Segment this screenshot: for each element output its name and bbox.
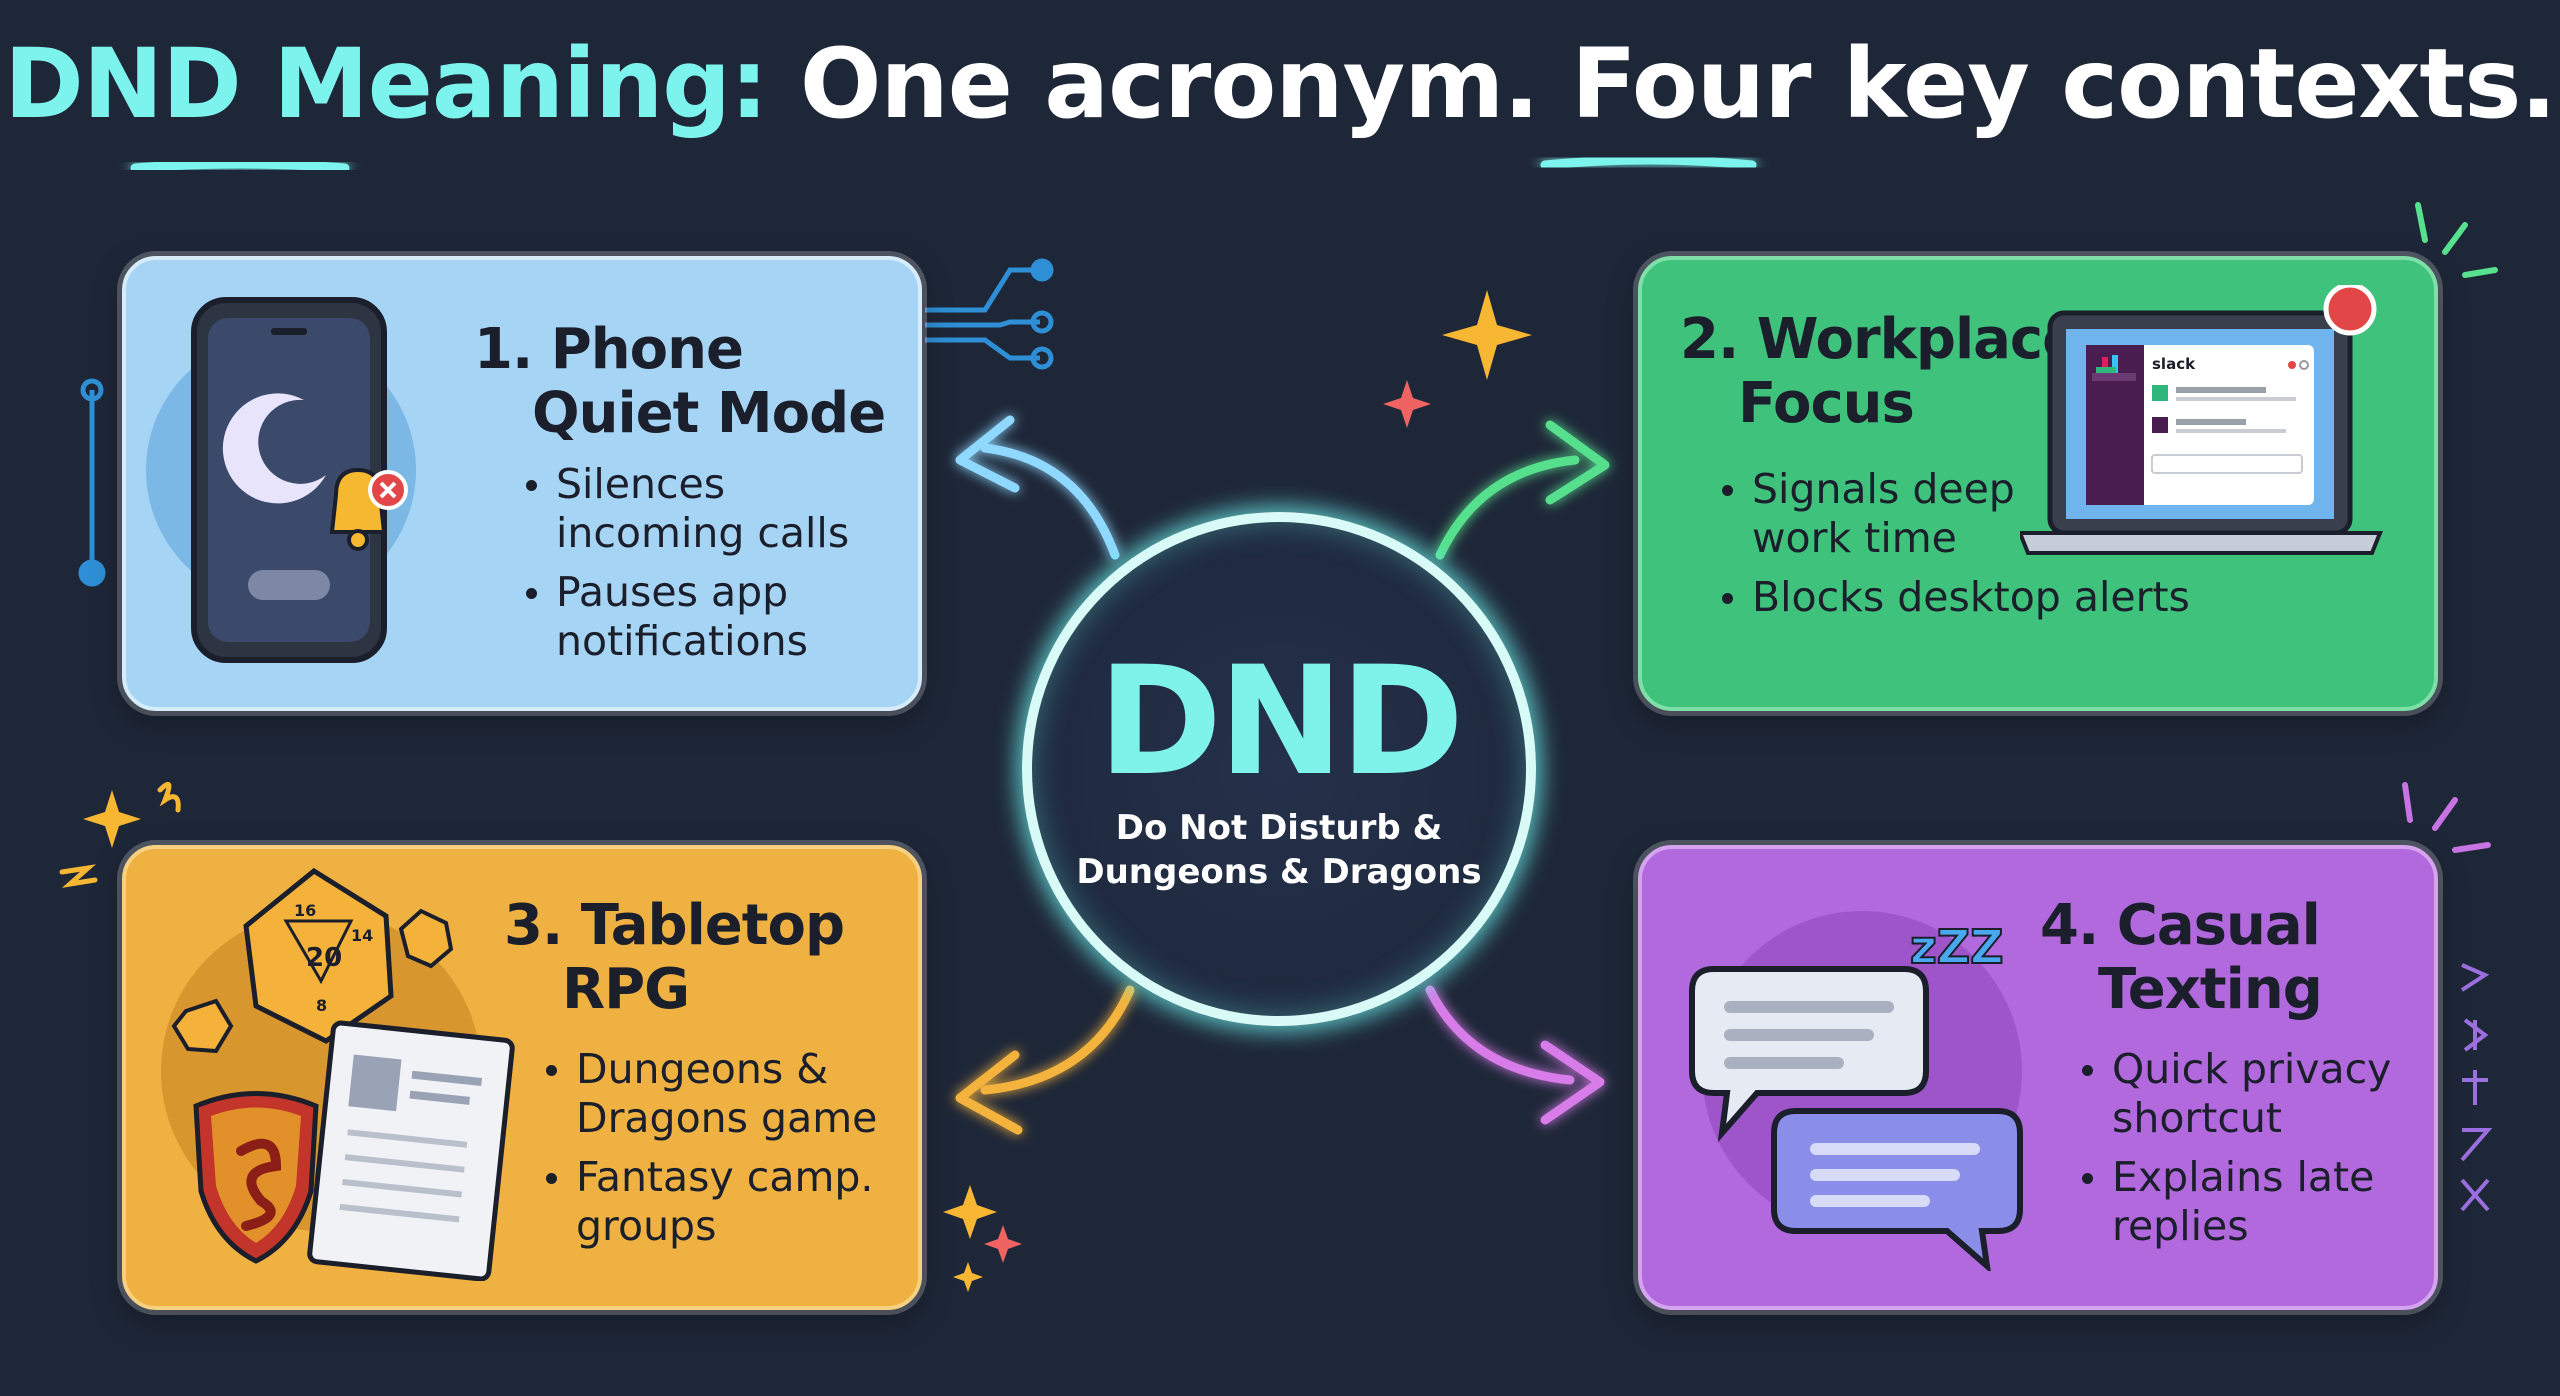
card-1-title-line2: Quiet Mode (532, 381, 886, 446)
dice-and-character-sheet-icon: 20 16 14 8 (161, 867, 515, 1281)
card-3-bullets: Dungeons &Dragons game Fantasy camp.grou… (544, 1045, 877, 1261)
card-4-number: 4. (2040, 893, 2099, 958)
dragon-shield-icon (193, 1091, 319, 1264)
card-tabletop-rpg: 20 16 14 8 3. Tabletop RPG Dungeons &Dra… (122, 845, 922, 1310)
sparkle-icon (953, 1262, 983, 1292)
sparkle-icon (83, 790, 141, 848)
sparkle-icon (1442, 290, 1532, 380)
list-item: Fantasy camp.groups (544, 1153, 877, 1251)
speech-bubble-icon (1689, 966, 1929, 1143)
list-item: Blocks desktop alerts (1720, 573, 2190, 622)
slack-label: slack (2152, 355, 2196, 373)
phone-icon (146, 297, 416, 663)
notification-dot-icon (2323, 285, 2377, 336)
hub-label: DND (1097, 635, 1465, 809)
title-underline-left (130, 159, 350, 173)
title-highlight: DND Meaning: (4, 28, 768, 140)
arrow-to-workplace-icon (1435, 420, 1610, 560)
arrow-to-texting-icon (1425, 985, 1605, 1125)
d12-icon (398, 908, 454, 969)
squiggle-icon (59, 781, 181, 888)
laptop-icon: slack (2020, 285, 2383, 555)
sparkle-icon (943, 1185, 997, 1239)
card-4-title-line1: Casual (2116, 893, 2321, 958)
character-sheet-icon (307, 1020, 515, 1281)
page-title: DND Meaning: One acronym. Four key conte… (0, 28, 2560, 140)
title-underline-right (1540, 155, 1757, 170)
card-2-number: 2. (1680, 307, 1739, 372)
d8-icon (171, 998, 234, 1054)
reply-bubble-icon (1771, 1108, 2023, 1271)
svg-text:8: 8 (316, 996, 327, 1015)
hub-subtitle-line2: Dungeons & Dragons (1076, 852, 1482, 892)
card-4-title: 4. Casual Texting (2040, 893, 2323, 1022)
burst-lines-icon (2402, 782, 2491, 853)
card-1-number: 1. (474, 317, 533, 382)
rune-glyphs-icon (2460, 963, 2493, 1212)
svg-text:14: 14 (351, 926, 373, 945)
bell-icon (329, 467, 408, 551)
card-2-title: 2. Workplace Focus (1680, 307, 2080, 436)
moon-icon (222, 393, 326, 504)
hub-subtitle: Do Not Disturb & Dungeons & Dragons (1032, 806, 1526, 894)
burst-lines-icon (2415, 202, 2498, 278)
d20-icon: 20 16 14 8 (243, 867, 394, 1044)
card-2-title-line1: Workplace (1756, 307, 2080, 372)
card-1-title-line1: Phone (550, 317, 744, 382)
svg-text:20: 20 (306, 943, 342, 973)
card-4-title-line2: Texting (2098, 957, 2323, 1022)
card-3-title-line1: Tabletop (580, 893, 845, 958)
card-3-number: 3. (504, 893, 563, 958)
circuit-lines-icon (78, 258, 1054, 587)
dnd-hub-circle: DND Do Not Disturb & Dungeons & Dragons (1022, 512, 1536, 1026)
list-item: Dungeons &Dragons game (544, 1045, 877, 1143)
card-3-title-line2: RPG (562, 957, 690, 1022)
sparkle-icon (1383, 380, 1431, 428)
title-rest: One acronym. Four key contexts. (767, 28, 2557, 140)
arrow-to-rpg-icon (955, 985, 1135, 1135)
card-3-title: 3. Tabletop RPG (504, 893, 845, 1022)
svg-text:16: 16 (294, 901, 316, 920)
arrow-to-phone-icon (955, 415, 1120, 560)
card-2-title-line2: Focus (1738, 371, 1915, 436)
sparkle-icon (984, 1225, 1022, 1263)
sleep-zzz-icon: zZZ (1910, 920, 2003, 974)
hub-subtitle-line1: Do Not Disturb & (1115, 808, 1443, 848)
chat-bubbles-icon: zZZ (1689, 911, 2023, 1271)
card-1-title: 1. Phone Quiet Mode (474, 317, 886, 446)
